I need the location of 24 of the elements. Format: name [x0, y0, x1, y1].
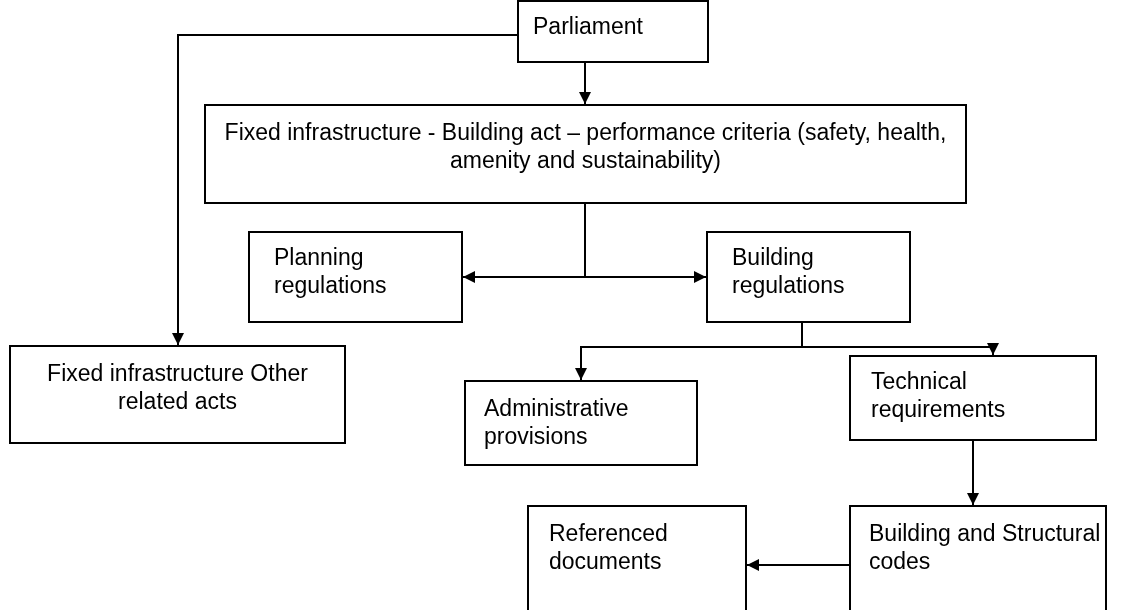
- box-label: Parliament: [533, 12, 643, 40]
- process-box: [248, 231, 463, 323]
- arrow: [967, 440, 979, 506]
- arrow: [801, 322, 999, 356]
- box-label: Building and Structural codes: [869, 519, 1101, 575]
- process-box: [517, 0, 709, 63]
- process-box: [9, 345, 346, 444]
- process-box: [706, 231, 911, 323]
- box-label: Technical requirements: [871, 367, 1007, 423]
- process-box: [527, 505, 747, 610]
- arrow: [746, 559, 850, 571]
- process-box: [849, 355, 1097, 441]
- process-box: [849, 505, 1107, 610]
- arrow: [584, 203, 707, 283]
- arrow: [172, 34, 518, 346]
- process-box: [204, 104, 967, 204]
- box-label: Planning regulations: [274, 243, 388, 299]
- process-box: [464, 380, 698, 466]
- box-label: Fixed infrastructure - Building act – performance criteria (safety, health, amenity and sustainability): [223, 118, 948, 174]
- box-label: Building regulations: [732, 243, 846, 299]
- arrow: [579, 62, 591, 105]
- box-label: Administrative provisions: [484, 394, 630, 450]
- box-label: Referenced documents: [549, 519, 669, 575]
- box-label: Fixed infrastructure Other related acts: [46, 359, 309, 415]
